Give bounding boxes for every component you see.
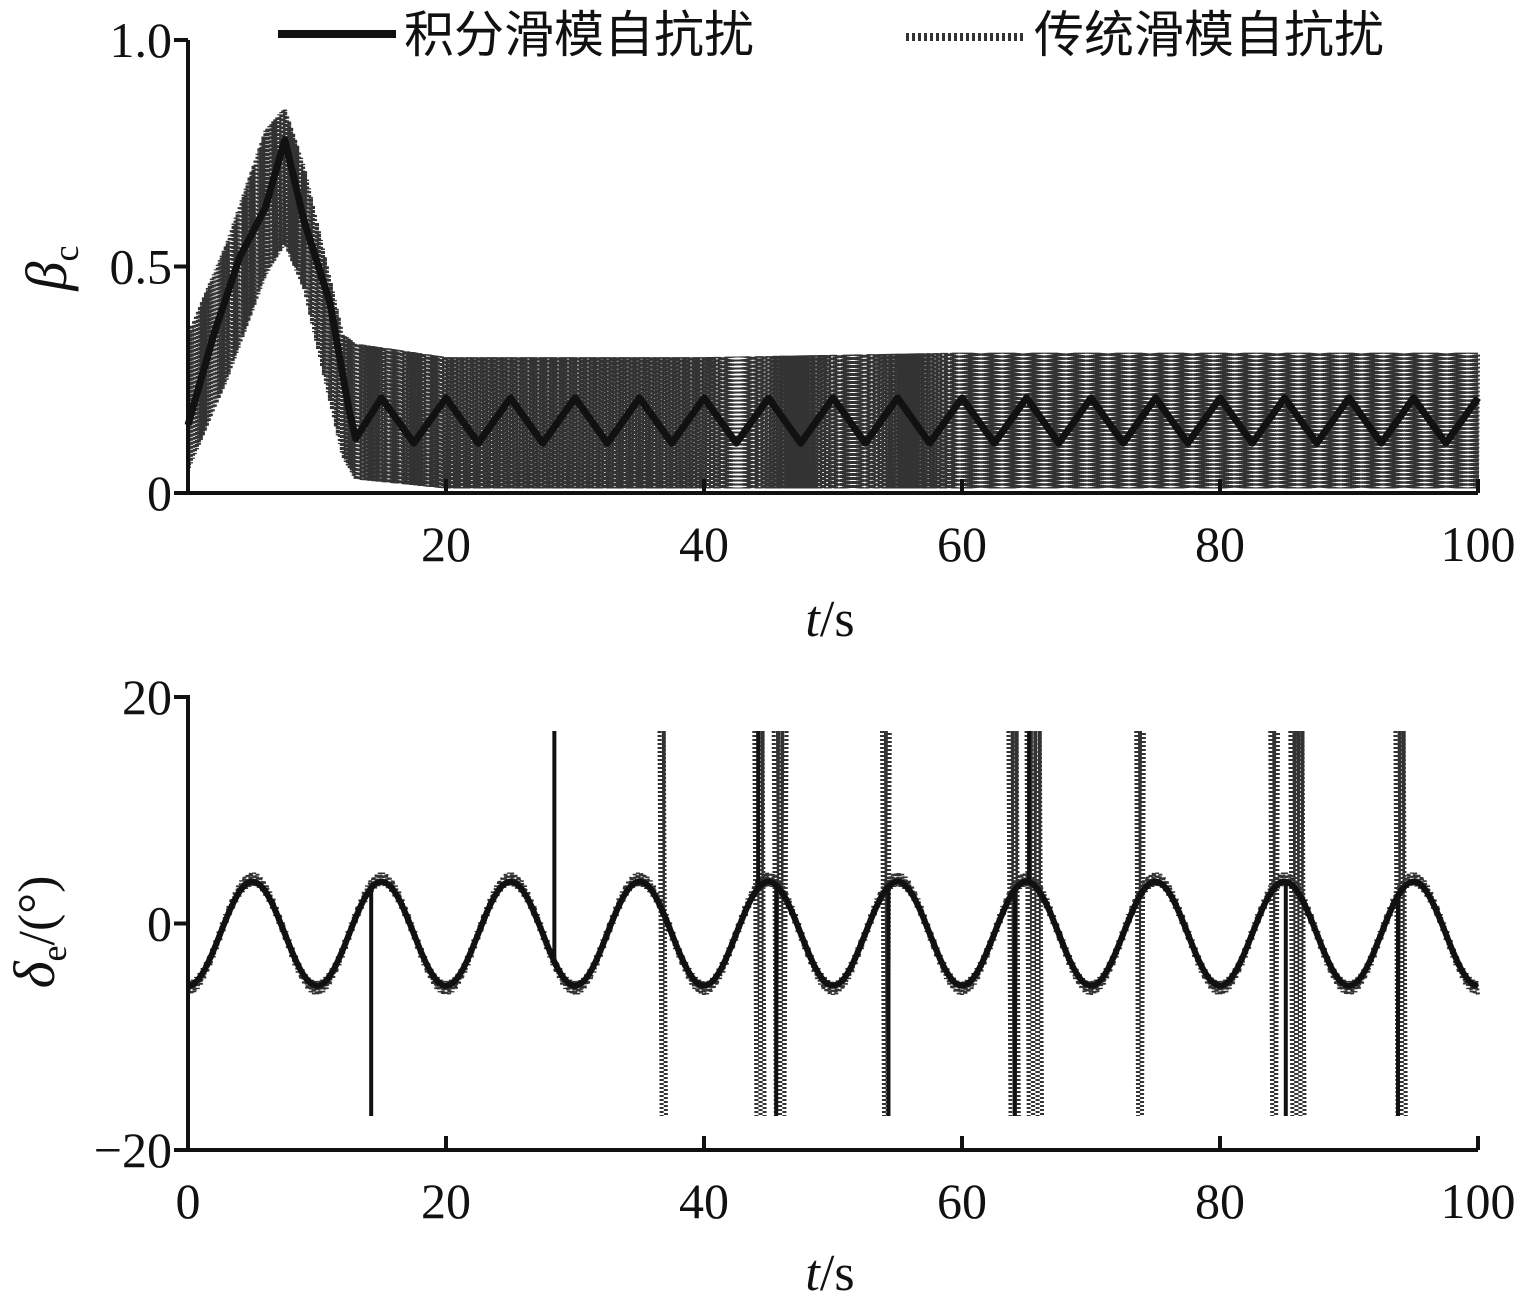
- x-tick-label: 60: [937, 1173, 987, 1229]
- y-axis-title: βc: [14, 246, 86, 292]
- y-ticks: −20 0 20: [94, 669, 188, 1178]
- legend: 积分滑模自抗扰 传统滑模自抗扰: [278, 6, 1384, 64]
- x-axis-title: t/s: [805, 591, 854, 648]
- series-integral-smc-line: [187, 878, 1479, 989]
- spike-burst: [1268, 730, 1280, 1117]
- spike-burst: [880, 730, 892, 1117]
- y-tick-label: 1.0: [110, 12, 173, 68]
- x-tick-label: 20: [421, 1173, 471, 1229]
- x-tick-label: 20: [421, 516, 471, 572]
- y-tick-label: −20: [94, 1122, 172, 1178]
- spike-burst: [1134, 730, 1146, 1117]
- spike-burst: [1024, 730, 1044, 1117]
- y-tick-label: 20: [122, 669, 172, 725]
- series-integral-smc: [187, 730, 1479, 1117]
- y-ticks: 0 0.5 1.0: [110, 12, 188, 521]
- x-tick-label: 80: [1195, 1173, 1245, 1229]
- y-tick-label: 0: [147, 465, 172, 521]
- series-traditional-smc: [186, 109, 1480, 489]
- x-ticks: 20 40 60 80 100: [421, 479, 1516, 572]
- series-integral-smc: [184, 136, 1481, 447]
- spike-burst: [1288, 730, 1307, 1117]
- x-tick-label: 80: [1195, 516, 1245, 572]
- spike-burst: [657, 730, 668, 1117]
- x-tick-label: 0: [176, 1173, 201, 1229]
- x-tick-label: 100: [1441, 1173, 1516, 1229]
- x-tick-label: 60: [937, 516, 987, 572]
- x-tick-label: 100: [1441, 516, 1516, 572]
- chart-beta-c: 20 40 60 80 100 0 0.5 1.0 βc t/s: [14, 12, 1516, 648]
- x-axis-title: t/s: [805, 1245, 854, 1297]
- legend-label-integral-smc: 积分滑模自抗扰: [404, 6, 754, 64]
- x-tick-label: 40: [679, 516, 729, 572]
- x-ticks: 0 20 40 60 80 100: [176, 1136, 1516, 1229]
- spike-burst: [1006, 730, 1021, 1117]
- x-tick-label: 40: [679, 1173, 729, 1229]
- spike-burst: [752, 730, 767, 1117]
- legend-label-traditional-smc: 传统滑模自抗扰: [1034, 6, 1384, 64]
- y-axis-title: δe/(°): [2, 876, 74, 989]
- y-tick-label: 0.5: [110, 239, 173, 295]
- y-tick-label: 0: [147, 896, 172, 952]
- series-traditional-smc-line: [186, 109, 1480, 489]
